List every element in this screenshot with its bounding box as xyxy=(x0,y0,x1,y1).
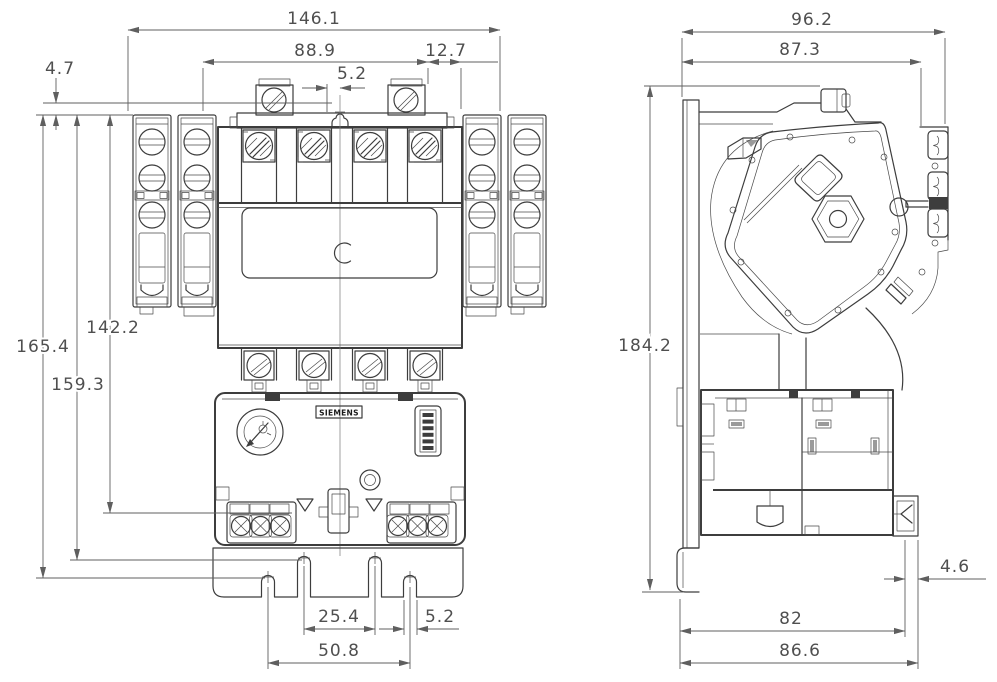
dim-label: 165.4 xyxy=(16,337,70,357)
din-rail-pin xyxy=(892,495,919,537)
dim-side-rail-offset: 4.6 xyxy=(884,540,986,669)
brand-plate: SIEMENS xyxy=(315,405,363,419)
lower-housing xyxy=(700,389,919,537)
dim-front-inner-slot-spacing: 25.4 xyxy=(303,566,376,635)
dim-label: 142.2 xyxy=(86,318,140,338)
aux-contact-strip-right-outer xyxy=(508,115,546,307)
left-housing-curve xyxy=(710,130,793,335)
dim-label: 5.2 xyxy=(425,607,455,627)
dim-label: 146.1 xyxy=(287,9,341,29)
coil-terminal-right xyxy=(387,78,426,116)
dim-label: 159.3 xyxy=(51,375,105,395)
dim-front-inner-slot-height: 142.2 xyxy=(84,114,292,514)
mounting-plate xyxy=(212,547,464,598)
dim-front-outer-slot-height: 159.3 xyxy=(49,114,302,561)
stop-plunger xyxy=(318,488,359,534)
top-latch xyxy=(820,88,851,113)
dim-label: 25.4 xyxy=(318,607,360,627)
dip-selector xyxy=(414,405,442,457)
dim-label: 96.2 xyxy=(791,10,833,30)
dim-label: 12.7 xyxy=(425,41,467,61)
label-plate xyxy=(241,207,438,279)
dim-front-slot-width: 5.2 xyxy=(379,600,459,635)
coil-terminal-left xyxy=(255,78,294,116)
dim-front-overall-width: 146.1 xyxy=(127,7,501,111)
latch-hook xyxy=(885,276,914,305)
slot-center-marks xyxy=(262,552,416,583)
dim-front-overall-height: 165.4 xyxy=(14,114,265,579)
side-bump xyxy=(889,197,909,217)
aux-contact-strip-left-outer xyxy=(133,115,171,307)
hex-nut xyxy=(811,195,865,243)
dim-side-overall-height: 184.2 xyxy=(616,85,820,593)
top-left-bracket xyxy=(727,137,762,160)
front-view: SIEMENS xyxy=(14,7,546,669)
relay-terminals-right xyxy=(386,501,457,544)
test-button-right xyxy=(365,498,383,512)
test-button-left xyxy=(296,498,314,512)
coil-pin xyxy=(905,197,948,209)
plate-holes xyxy=(729,133,899,317)
contactor-body xyxy=(217,95,463,556)
centerline-symbol xyxy=(333,242,352,264)
aux-strip-feet xyxy=(139,306,525,317)
dim-side-base-depth: 82 xyxy=(679,599,906,669)
back-plate xyxy=(676,99,700,593)
reset-button xyxy=(359,469,381,491)
power-terminals-top xyxy=(240,127,444,204)
armature-channel xyxy=(743,154,843,224)
dim-side-overall-base-depth: 86.6 xyxy=(679,639,919,667)
aux-contact-strip-right-inner xyxy=(463,115,501,307)
dim-label: 4.7 xyxy=(45,59,75,79)
top-profile xyxy=(698,88,882,125)
dim-side-body-depth: 87.3 xyxy=(681,38,922,126)
dim-label: 50.8 xyxy=(318,641,360,661)
dim-side-overall-depth: 96.2 xyxy=(681,8,946,124)
terminal-clips xyxy=(905,126,949,315)
dim-label: 5.2 xyxy=(337,64,367,84)
dim-front-outer-slot-spacing: 50.8 xyxy=(267,587,411,669)
relay-terminals-left xyxy=(226,501,297,544)
dim-front-right-offset: 12.7 xyxy=(423,39,498,109)
adjustment-dial xyxy=(236,408,284,456)
side-view: 96.2 87.3 184.2 4.6 82 86.6 xyxy=(616,8,986,669)
aux-contact-strip-left-inner xyxy=(178,115,216,307)
dim-label: 87.3 xyxy=(779,40,821,60)
brand-label: SIEMENS xyxy=(319,409,359,418)
dim-front-upper-width: 88.9 xyxy=(202,39,429,111)
overload-relay: SIEMENS xyxy=(214,392,466,546)
dim-label: 184.2 xyxy=(618,336,672,356)
dim-label: 82 xyxy=(779,609,803,629)
front-curve xyxy=(865,307,904,391)
power-terminals-bottom xyxy=(240,347,444,393)
dim-front-top-offset: 4.7 xyxy=(36,57,332,130)
dim-front-center-offset: 5.2 xyxy=(302,62,368,112)
dim-label: 4.6 xyxy=(940,557,970,577)
dim-label: 86.6 xyxy=(779,641,821,661)
dim-label: 88.9 xyxy=(294,41,336,61)
armature-plate xyxy=(700,122,914,391)
